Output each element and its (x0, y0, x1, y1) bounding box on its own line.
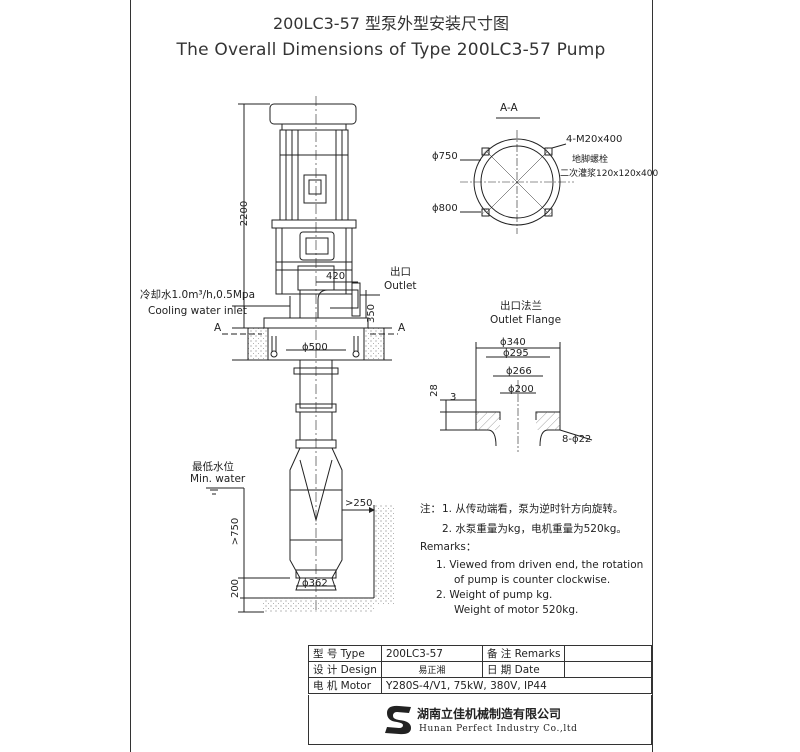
section-title: A-A (500, 102, 518, 114)
dim-362: ϕ362 (302, 578, 328, 589)
note-en-2a: 2. Weight of pump kg. (436, 589, 553, 601)
notes-cn-head: 注： (420, 503, 441, 515)
flange-label-cn: 出口法兰 (500, 300, 542, 312)
motor-cap (269, 103, 357, 125)
table-cell: 型 号 Type (308, 645, 382, 662)
table-cell (564, 645, 652, 662)
table-row: 设 计 Design 易正湘 日 期 Date (308, 661, 652, 678)
table-cell: 易正湘 (380, 661, 483, 678)
table-cell: 设 计 Design (308, 661, 382, 678)
frame-border-right (652, 0, 653, 752)
table-cell: Y280S-4/V1, 75kW, 380V, IP44 (380, 677, 653, 694)
table-cell: 电 机 Motor (308, 677, 382, 694)
title-block-table: 型 号 Type 200LC3-57 备 注 Remarks 设 计 Desig… (308, 645, 653, 694)
dim-3: 3 (450, 392, 457, 403)
min-water-label-en: Min. water (190, 473, 246, 485)
note-cn-1: 1. 从传动端看，泵为逆时针方向旋转。 (442, 503, 624, 515)
terminal-box (303, 174, 327, 204)
floor-right (363, 327, 385, 361)
note-en-2b: Weight of motor 520kg. (454, 604, 579, 616)
note-cn-2: 2. 水泵重量为kg，电机重量为520kg。 (442, 523, 627, 535)
frame-border-left (130, 0, 131, 752)
outlet-label-cn: 出口 (390, 266, 411, 278)
table-row: 型 号 Type 200LC3-57 备 注 Remarks (308, 645, 652, 662)
company-logo-icon (385, 705, 411, 735)
company-block: 湖南立佳机械制造有限公司 Hunan Perfect Industry Co.,… (308, 695, 652, 745)
flange-holes-spec: 8-ϕ22 (562, 434, 592, 445)
table-cell: 日 期 Date (481, 661, 566, 678)
dim-28: 28 (428, 384, 440, 397)
motor-stand (275, 227, 353, 295)
note-en-1b: of pump is counter clockwise. (454, 574, 611, 586)
table-row: 电 机 Motor Y280S-4/V1, 75kW, 380V, IP44 (308, 677, 653, 694)
note-en-1a: 1. Viewed from driven end, the rotation (436, 559, 644, 571)
floor-left (247, 327, 269, 361)
dim-500: ϕ500 (302, 342, 328, 353)
company-name-cn: 湖南立佳机械制造有限公司 (417, 707, 562, 721)
dim-295: ϕ295 (503, 348, 529, 359)
title-chinese: 200LC3-57 型泵外型安装尺寸图 (272, 14, 510, 33)
title-english: The Overall Dimensions of Type 200LC3-57… (176, 40, 606, 60)
dim-750: >750 (230, 517, 242, 546)
dim-800-circle: ϕ800 (432, 203, 458, 214)
min-water-label-cn: 最低水位 (192, 461, 234, 473)
dim-750-circle: ϕ750 (432, 151, 458, 162)
company-name-en: Hunan Perfect Industry Co.,ltd (419, 724, 578, 734)
grout-label-cn: 二次灌浆120x120x400 (560, 169, 659, 179)
outlet-elbow (299, 289, 359, 319)
dim-2200: 2200 (239, 200, 251, 227)
dim-420: 420 (326, 271, 346, 282)
dim-266: ϕ266 (506, 366, 532, 377)
table-cell: 备 注 Remarks (481, 645, 566, 662)
notes-remarks-head: Remarks： (420, 541, 477, 553)
flange-label-en: Outlet Flange (490, 314, 562, 326)
dim-200: 200 (230, 578, 242, 599)
dim-200-flange: ϕ200 (508, 384, 534, 395)
section-marker-right: A (398, 322, 406, 334)
dim-340: ϕ340 (500, 337, 526, 348)
cooling-water-label-cn: 冷却水1.0m³/h,0.5Mpa (140, 289, 256, 301)
section-a-a (460, 117, 574, 234)
dim-250: >250 (345, 498, 373, 509)
outlet-label-en: Outlet (384, 280, 417, 292)
table-cell: 200LC3-57 (380, 645, 483, 662)
anchor-bolt-spec: 4-M20x400 (566, 134, 623, 145)
section-marker-left: A (214, 322, 222, 334)
table-cell (564, 661, 652, 678)
dim-350: 350 (366, 303, 378, 324)
outlet-flange-view (440, 342, 593, 452)
cooling-water-label-en: Cooling water inlet (148, 305, 247, 317)
anchor-bolt-label-cn: 地脚螺栓 (572, 155, 609, 165)
